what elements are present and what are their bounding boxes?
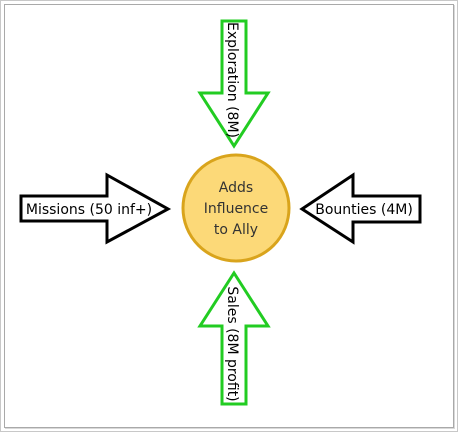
- center-circle-outline: [181, 153, 291, 263]
- center-circle: [183, 155, 289, 261]
- arrow-sales-shape: [197, 270, 271, 406]
- arrow-bounties: Bounties (4M): [299, 172, 422, 245]
- arrow-missions: Missions (50 inf+): [19, 172, 172, 245]
- arrow-sales: Sales (8M profit): [197, 270, 271, 406]
- arrow-bounties-shape: [299, 172, 422, 245]
- diagram-border: [4, 4, 454, 428]
- arrow-exploration-shape: [197, 19, 271, 149]
- center-label-line-1: Adds: [219, 180, 253, 196]
- arrow-missions-shape: [19, 172, 172, 245]
- arrow-bounties-label: Bounties (4M): [315, 202, 413, 218]
- arrow-exploration-label: Exploration (8M): [224, 22, 240, 138]
- center-label-line-2: Influence: [204, 201, 269, 217]
- arrow-exploration: Exploration (8M): [197, 19, 271, 149]
- arrow-missions-label: Missions (50 inf+): [26, 202, 152, 218]
- center-label-line-3: to Ally: [214, 222, 258, 238]
- center-node: Adds Influence to Ally: [181, 153, 291, 263]
- arrow-sales-label: Sales (8M profit): [224, 286, 240, 401]
